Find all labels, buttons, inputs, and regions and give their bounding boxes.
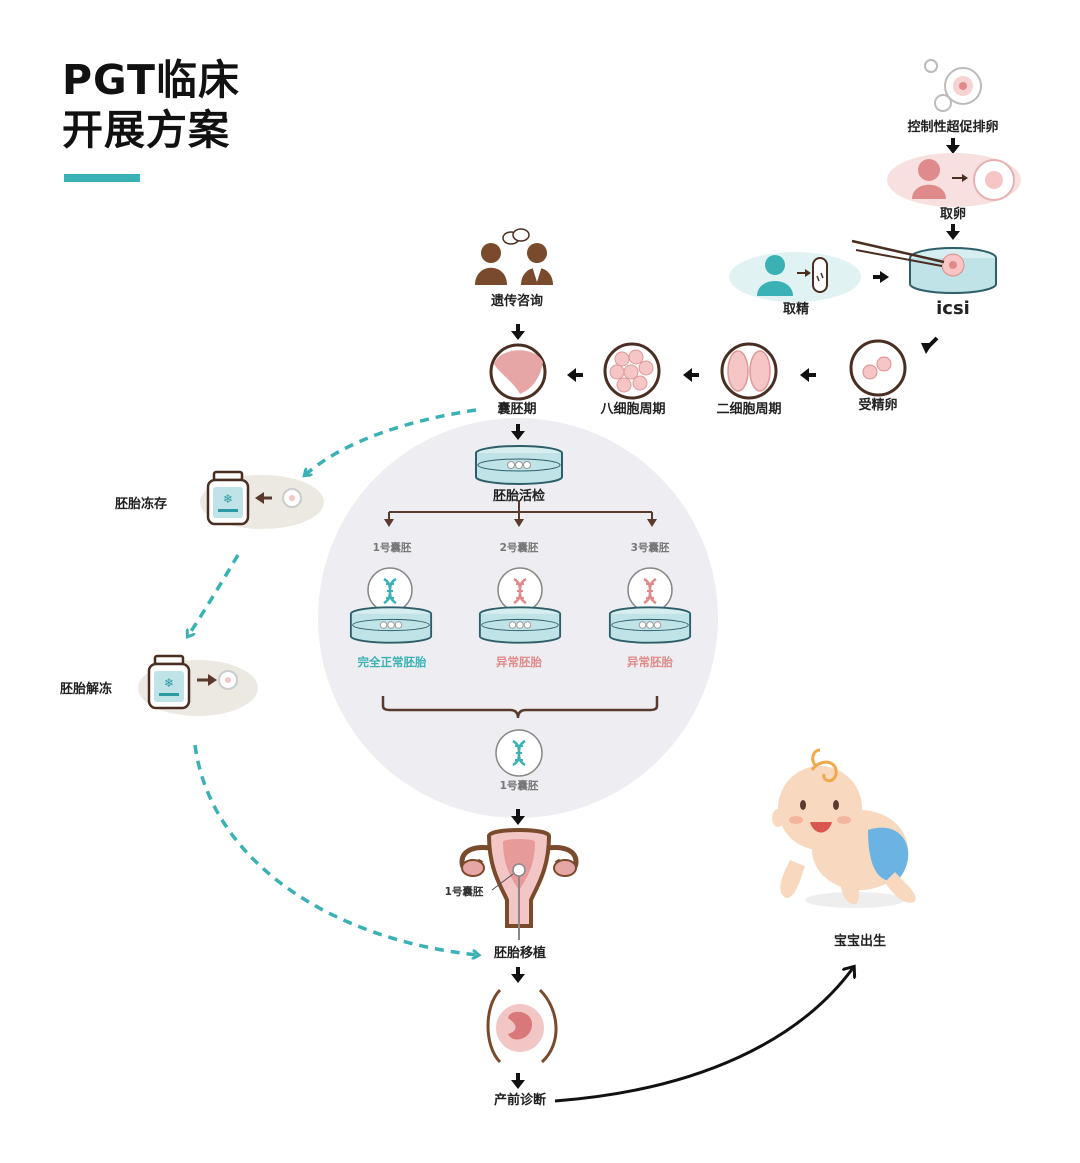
label-stimulation: 控制性超促排卵: [907, 120, 999, 135]
label-egg-retrieval: 取卵: [939, 207, 967, 222]
title-underline: [64, 174, 140, 182]
embryo-2-graphic: [478, 567, 562, 644]
embryo-1-name: 1号囊胚: [372, 542, 412, 554]
label-fertilized-egg: 受精卵: [858, 398, 898, 413]
label-prenatal: 产前诊断: [493, 1093, 547, 1108]
freezing-icon: [200, 470, 324, 529]
sperm-retrieval-icon: [729, 252, 861, 302]
label-two-cell: 二细胞周期: [716, 402, 782, 417]
title-line-2: 开展方案: [62, 106, 230, 154]
selected-embryo-name: 1号囊胚: [499, 780, 539, 792]
label-thawing: 胚胎解冻: [60, 682, 113, 697]
label-freezing: 胚胎冻存: [115, 497, 168, 512]
uterus-embryo-label: 1号囊胚: [444, 886, 484, 898]
label-sperm-retrieval: 取精: [782, 302, 810, 317]
label-icsi: icsi: [936, 298, 970, 319]
counseling-icon: [475, 228, 553, 285]
biopsy-dish-icon: [475, 445, 563, 485]
dashed-arrow-to-thawing: [188, 554, 240, 636]
selected-embryo-graphic: [495, 729, 543, 777]
dashed-arrow-to-freezing: [305, 408, 477, 475]
embryo-3-result: 异常胚胎: [627, 655, 673, 669]
uterus-icon: [459, 828, 579, 940]
label-transfer: 胚胎移植: [493, 946, 547, 961]
embryo-1-result: 完全正常胚胎: [357, 655, 427, 669]
label-birth: 宝宝出生: [833, 934, 887, 949]
label-blastocyst: 囊胚期: [497, 402, 537, 417]
arrow-to-birth: [554, 968, 853, 1103]
embryo-2-name: 2号囊胚: [499, 542, 539, 554]
label-eight-cell: 八细胞周期: [600, 402, 666, 417]
baby-illustration: [772, 748, 916, 908]
embryo-1-graphic: [349, 567, 433, 644]
embryo-2-result: 异常胚胎: [496, 655, 542, 669]
blastocyst-icon: [489, 343, 547, 401]
stimulation-icon: [924, 59, 982, 112]
dashed-arrow-to-transfer: [193, 744, 478, 955]
pregnancy-icon: [486, 988, 558, 1064]
label-biopsy: 胚胎活检: [492, 489, 546, 504]
branch-lines: [388, 500, 653, 522]
two-cell-icon: [720, 342, 778, 400]
thawing-icon: [138, 654, 258, 716]
icsi-dish-icon: [851, 239, 997, 294]
selection-brace: [381, 696, 659, 719]
title-line-1: PGT临床: [62, 56, 240, 104]
egg-retrieval-icon: [887, 153, 1021, 207]
label-counseling: 遗传咨询: [490, 294, 544, 309]
page-title: PGT临床 开展方案: [62, 55, 240, 155]
fertilized-egg-icon: [849, 339, 907, 397]
embryo-3-name: 3号囊胚: [630, 542, 670, 554]
embryo-3-graphic: [608, 567, 692, 644]
eight-cell-icon: [603, 342, 661, 400]
